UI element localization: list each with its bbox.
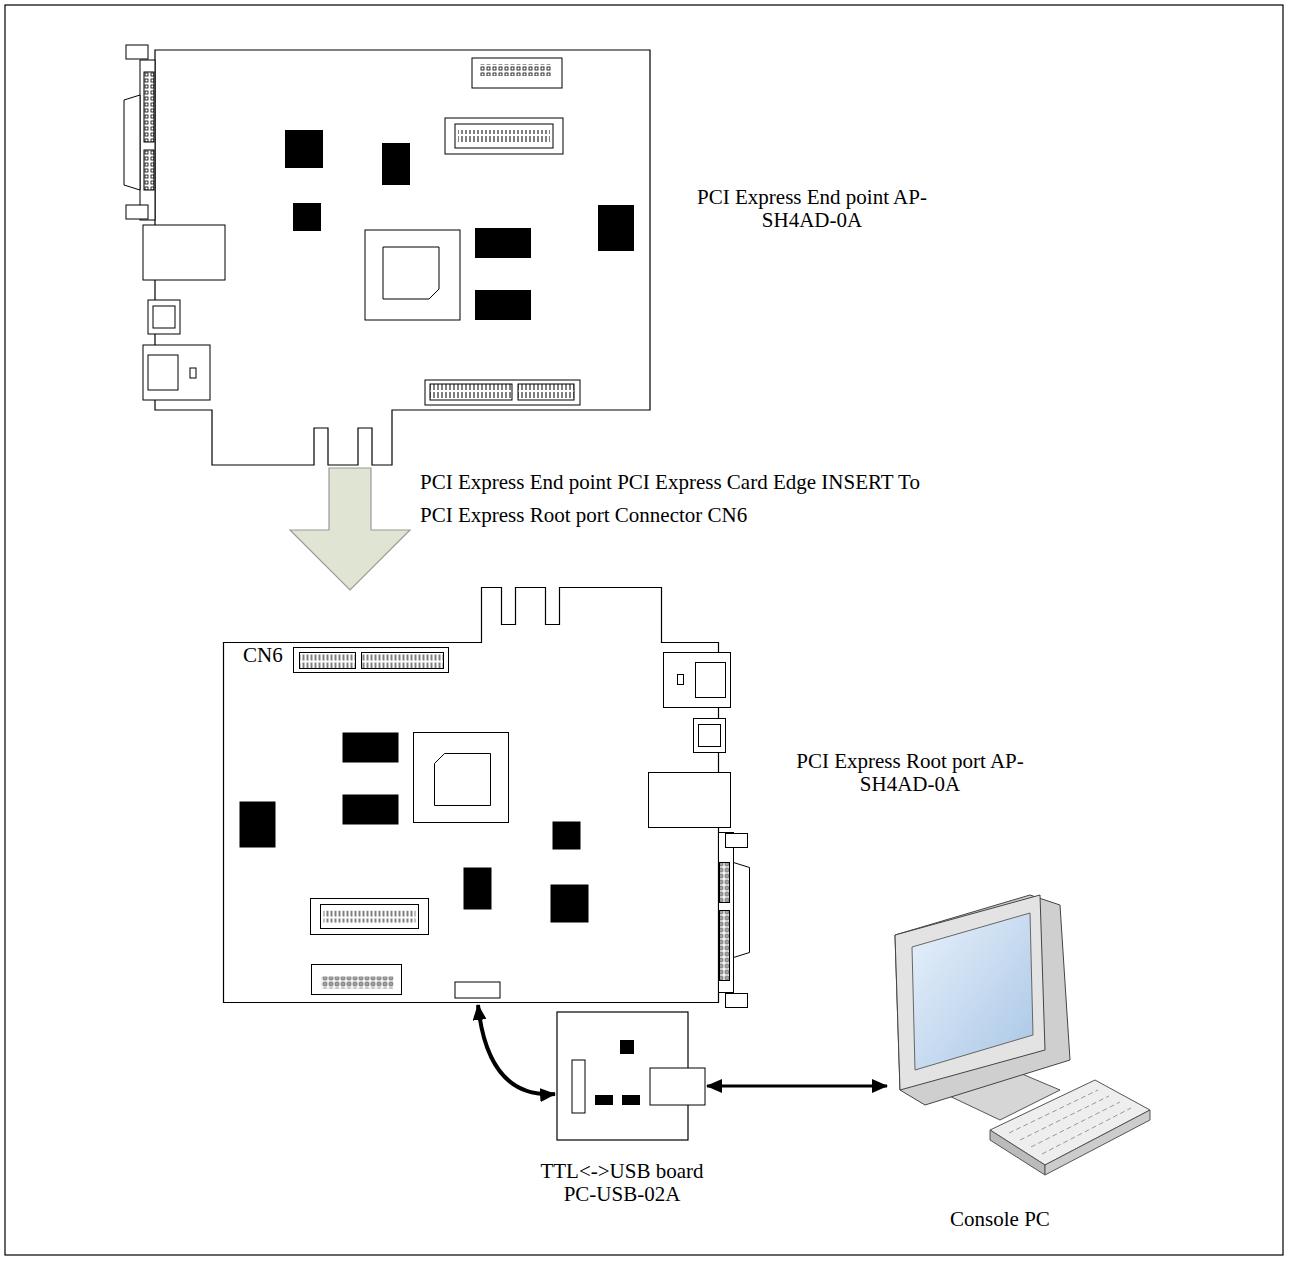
rootport-board bbox=[224, 588, 750, 1008]
key-row bbox=[1020, 1096, 1109, 1140]
connector-label: CN6 bbox=[243, 644, 303, 667]
board-label: TTL<->USB board PC-USB-02A bbox=[532, 1160, 712, 1206]
device-label: Console PC bbox=[900, 1208, 1100, 1231]
console-pc bbox=[895, 895, 1150, 1175]
board-label: PCI Express Root port AP-SH4AD-0A bbox=[780, 750, 1040, 796]
key-row bbox=[1031, 1102, 1120, 1147]
endpoint-board bbox=[124, 45, 650, 465]
insert-arrow bbox=[290, 468, 410, 590]
frame bbox=[5, 5, 1283, 1255]
board-node: PCI Express End point AP-SH4AD-0A bbox=[125, 45, 650, 465]
cable-arrow bbox=[478, 1005, 555, 1094]
cable-arrow bbox=[707, 1085, 887, 1088]
key-row bbox=[1042, 1108, 1131, 1154]
key-row bbox=[1009, 1090, 1098, 1133]
board-node: Console PC bbox=[875, 885, 1150, 1190]
board-node: TTL<->USB board PC-USB-02A bbox=[557, 1012, 688, 1140]
board-node: CN6PCI Express Root port AP-SH4AD-0A bbox=[223, 587, 749, 1003]
uart-header bbox=[455, 982, 500, 998]
edge-label: PCI Express End point PCI Express Card E… bbox=[420, 466, 930, 532]
usb-board bbox=[557, 1012, 705, 1140]
board-label: PCI Express End point AP-SH4AD-0A bbox=[682, 186, 942, 232]
